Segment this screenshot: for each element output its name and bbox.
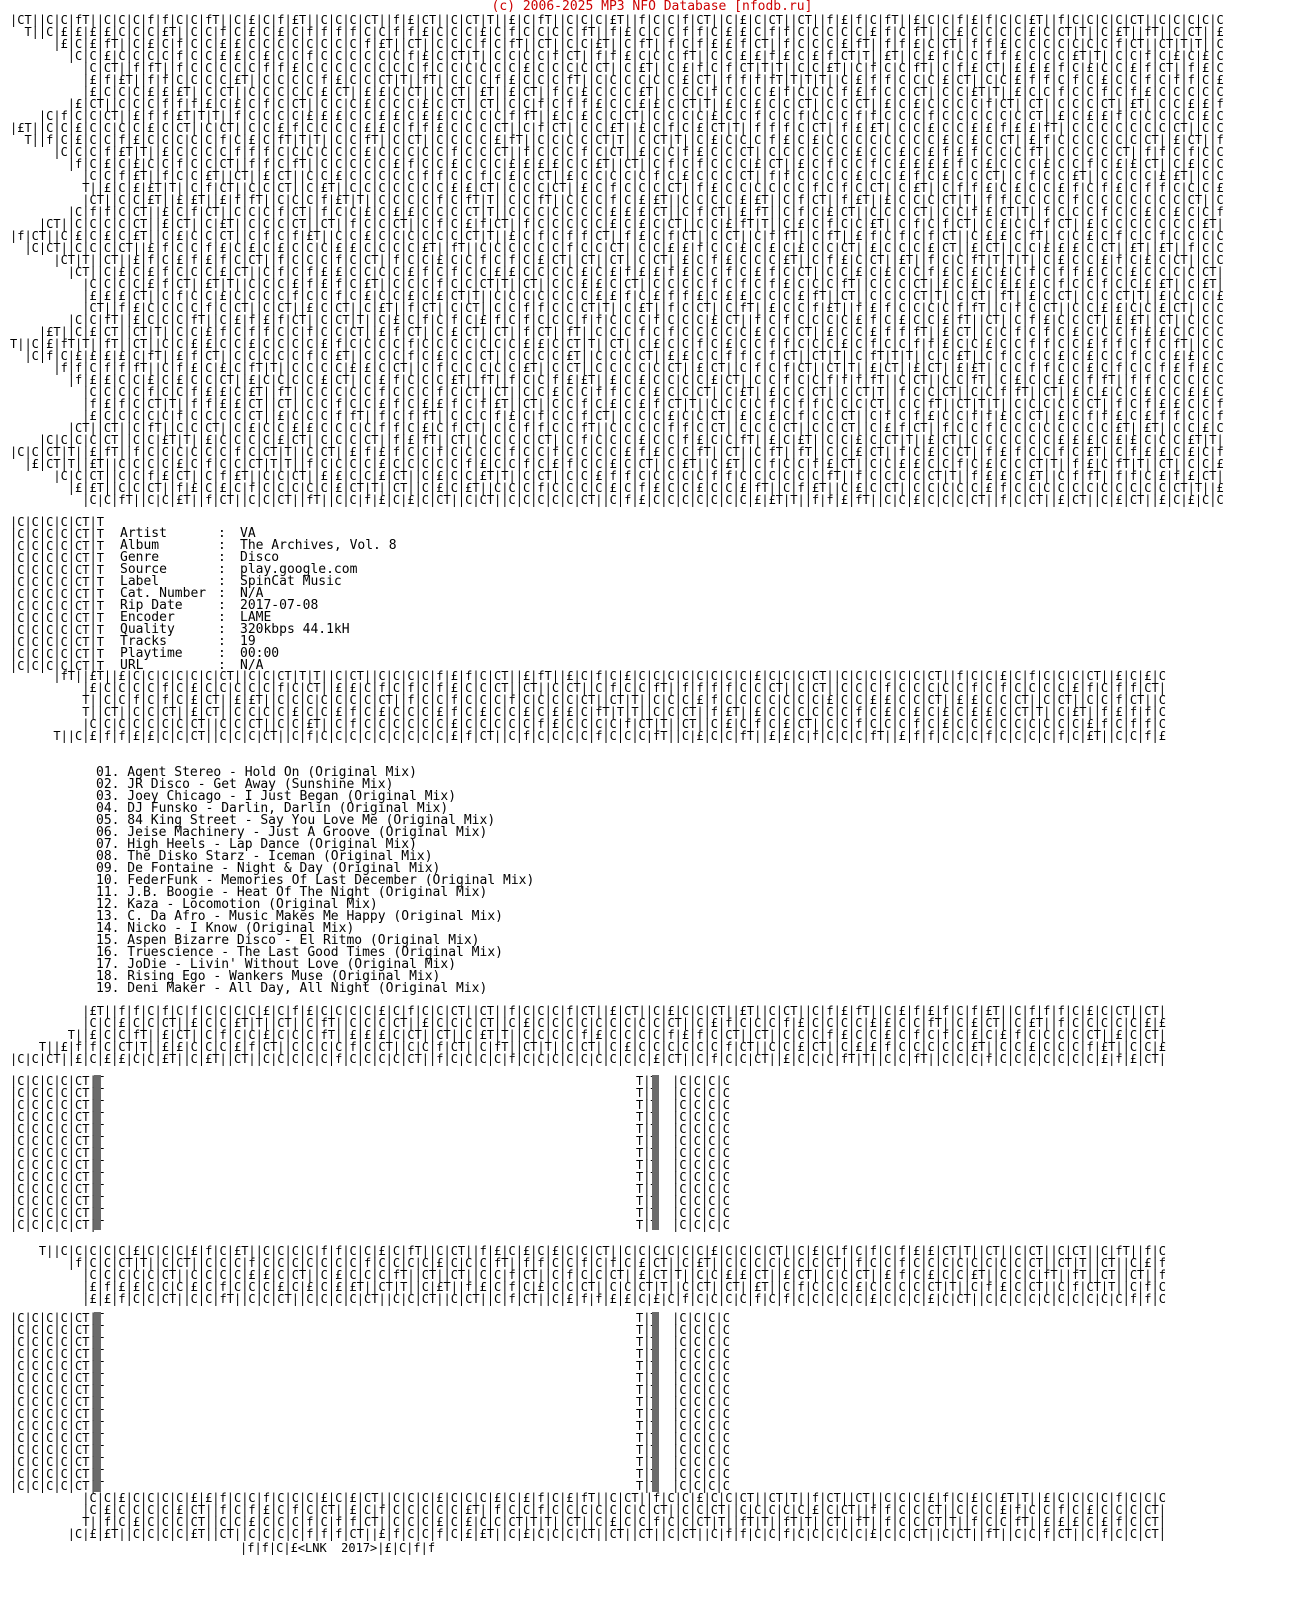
box-2-left-bar (94, 1312, 101, 1492)
divider-band-1-art: |fT||£T||£|C|C|C|C|C|C|CT||C|C|CT|T|T||C… (53, 670, 1166, 743)
info-value: 19 (240, 634, 256, 649)
track-item: 19. Deni Maker - All Day, All Night (Ori… (96, 981, 488, 996)
info-row: Label: SpinCat Music (120, 574, 397, 589)
info-value: SpinCat Music (240, 574, 342, 589)
info-separator: : (218, 658, 226, 673)
info-label: Album (120, 538, 160, 553)
info-value: 00:00 (240, 646, 280, 661)
track-item: 15. Aspen Bizarre Disco - El Ritmo (Orig… (96, 933, 480, 948)
info-separator: : (218, 598, 226, 613)
info-value: LAME (240, 610, 272, 625)
info-separator: : (218, 634, 226, 649)
bottom-band: |C|C|£|C|C|C|C|£|£|f|C|C|f|C|C|C|£|C|£|C… (10, 1492, 1294, 1542)
info-row: Source: play.google.com (120, 562, 397, 577)
info-label: Tracks (120, 634, 167, 649)
info-value: N/A (240, 586, 264, 601)
info-label: Artist (120, 526, 167, 541)
track-list: 01. Agent Stereo - Hold On (Original Mix… (96, 765, 535, 996)
track-item: 18. Rising Ego - Wankers Muse (Original … (96, 969, 441, 984)
info-label: Rip Date (120, 598, 183, 613)
divider-band-3-art: T||C|C|C|C|C|£|C|C|C|£|f|C|£T||C|C|C|C|f… (38, 1245, 1166, 1306)
divider-band-3: T||C|C|C|C|C|£|C|C|C|£|f|C|£T||C|C|C|C|f… (10, 1245, 1294, 1315)
info-label: Playtime (120, 646, 183, 661)
info-label: Cat. Number (120, 586, 207, 601)
box-2-mid-border: T|T |C|C|C|C T|T |C|C|C|C T|T |C|C|C|C T… (636, 1311, 730, 1493)
copyright-header: (c) 2006-2025 MP3 NFO Database [nfodb.ru… (491, 0, 813, 14)
info-label: Label (120, 574, 160, 589)
box-1-left-bar (94, 1075, 101, 1230)
info-value: play.google.com (240, 562, 358, 577)
info-separator: : (218, 538, 226, 553)
track-item: 11. J.B. Boogie - Heat Of The Night (Ori… (96, 885, 488, 900)
info-separator: : (218, 610, 226, 625)
info-row: Album: The Archives, Vol. 8 (120, 538, 397, 553)
track-item: 14. Nicko - I Know (Original Mix) (96, 921, 355, 936)
info-separator: : (218, 562, 226, 577)
track-item: 01. Agent Stereo - Hold On (Original Mix… (96, 765, 417, 780)
divider-band-2-art: |£T||f|f|C|f|C|f|C|C|C|C|£|C|f|£|C|C|C|C… (10, 1005, 1166, 1066)
info-row: Tracks:19 (120, 634, 397, 649)
info-label: Quality (120, 622, 175, 637)
info-separator: : (218, 526, 226, 541)
footer-tag: |f|f|C|£<LNK 2017>|£|C|f|f (240, 1541, 436, 1555)
track-item: 16. Truescience - The Last Good Times (O… (96, 945, 503, 960)
info-row: Rip Date:2017-07-08 (120, 598, 397, 613)
box-1-left-border: |C|C|C|C|CT|T |C|C|C|C|CT|T |C|C|C|C|CT|… (10, 1074, 104, 1232)
divider-band-2: |£T||f|f|C|f|C|f|C|C|C|C|£|C|f|£|C|C|C|C… (10, 1005, 1294, 1075)
track-item: 13. C. Da Afro - Music Makes Me Happy (O… (96, 909, 503, 924)
track-item: 04. DJ Funsko - Darlin, Darlin (Original… (96, 801, 449, 816)
track-item: 07. High Heels - Lap Dance (Original Mix… (96, 837, 417, 852)
info-separator: : (218, 574, 226, 589)
info-separator: : (218, 622, 226, 637)
track-item: 03. Joey Chicago - I Just Began (Origina… (96, 789, 457, 804)
info-value: N/A (240, 658, 264, 673)
info-row: Cat. Number: N/A (120, 586, 397, 601)
info-separator: : (218, 550, 226, 565)
info-label: Genre (120, 550, 160, 565)
box-2-left-border: |C|C|C|C|CT|T |C|C|C|C|CT|T |C|C|C|C|CT|… (10, 1311, 104, 1493)
box-1-mid-border: T|T |C|C|C|C T|T |C|C|C|C T|T |C|C|C|C T… (636, 1074, 730, 1232)
info-value: 2017-07-08 (240, 598, 319, 613)
track-item: 08. The Disko Starz - Iceman (Original M… (96, 849, 433, 864)
track-item: 17. JoDie - Livin' Without Love (Origina… (96, 957, 457, 972)
info-left-border: |C|C|C|C|CT|T |C|C|C|C|CT|T |C|C|C|C|CT|… (10, 515, 104, 673)
info-separator: : (218, 586, 226, 601)
info-row: Genre: Disco (120, 550, 397, 565)
box-1-mid-bar (652, 1075, 659, 1230)
info-value: Disco (240, 550, 280, 565)
info-label: URL (120, 658, 144, 673)
info-value: 320kbps 44.1kH (240, 622, 350, 637)
info-label: Source (120, 562, 167, 577)
ascii-art-logo: |CT||C|C|fT||C|C|C|f|f|C|C|fT||C|£|C|f|£… (10, 14, 1294, 514)
track-item: 10. FederFunk - Memories Of Last Decembe… (96, 873, 535, 888)
ascii-art-top: |CT||C|C|fT||C|C|C|f|f|C|C|fT||C|£|C|f|£… (10, 14, 1224, 507)
info-separator: : (218, 646, 226, 661)
track-item: 05. 84 King Street - Say You Love Me (Or… (96, 813, 496, 828)
info-label: Encoder (120, 610, 175, 625)
track-item: 02. JR Disco - Get Away (Sunshine Mix) (96, 777, 394, 792)
track-item: 06. Jeise Machinery - Just A Groove (Ori… (96, 825, 488, 840)
track-item: 12. Kaza - Locomotion (Original Mix) (96, 897, 378, 912)
divider-band-1: |fT||£T||£|C|C|C|C|C|C|CT||C|C|CT|T|T||C… (10, 670, 1294, 750)
info-row: Playtime:00:00 (120, 646, 397, 661)
info-value: The Archives, Vol. 8 (240, 538, 397, 553)
info-value: VA (240, 526, 256, 541)
info-row: URL: N/A (120, 658, 397, 673)
info-row: Artist: VA (120, 526, 397, 541)
footer-tag-text: <LNK 2017> (297, 1541, 378, 1555)
track-item: 09. De Fontaine - Night & Day (Original … (96, 861, 441, 876)
box-2-mid-bar (652, 1312, 659, 1492)
info-row: Quality:320kbps 44.1kH (120, 622, 397, 637)
bottom-band-art: |C|C|£|C|C|C|C|£|£|f|C|C|f|C|C|C|£|C|£|C… (67, 1492, 1166, 1541)
info-row: Encoder: LAME (120, 610, 397, 625)
